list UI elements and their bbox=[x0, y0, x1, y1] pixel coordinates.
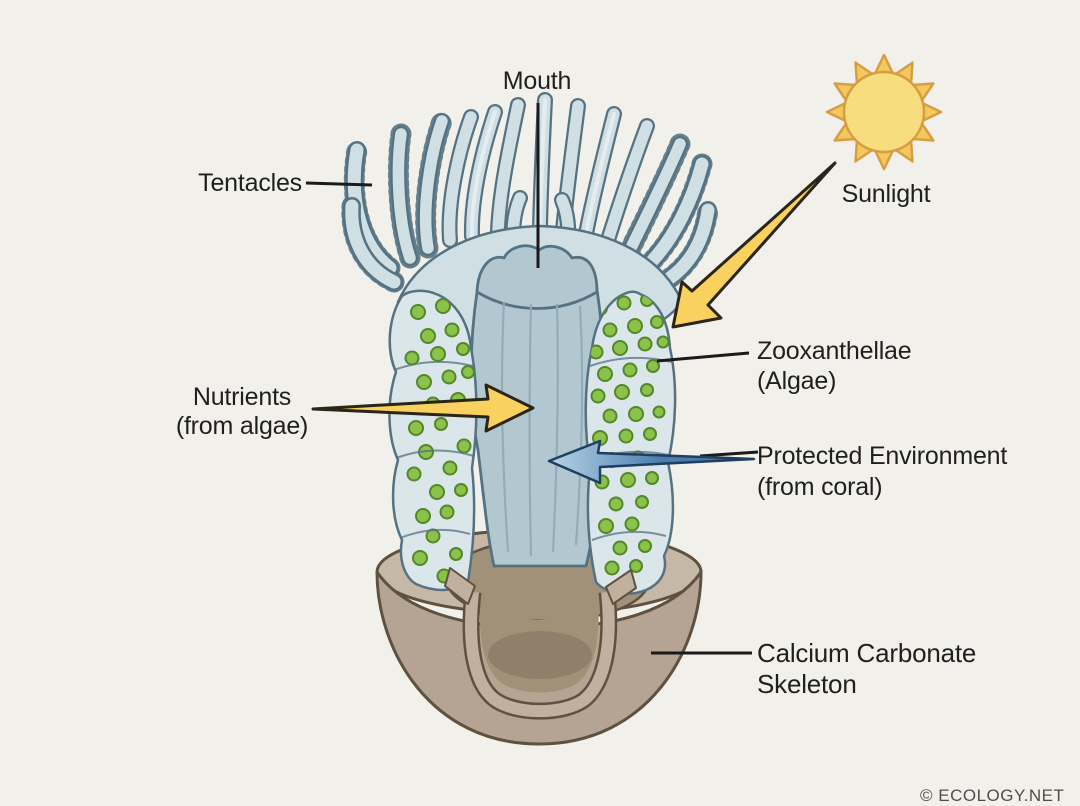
nutrients-arrow bbox=[311, 383, 535, 433]
skeleton-label-line1: Calcium Carbonate bbox=[757, 638, 977, 668]
zooxanthellae-label: Zooxanthellae (Algae) bbox=[757, 336, 912, 396]
notch-bevel-right bbox=[605, 569, 637, 605]
zooxanthellae-label-line2: (Algae) bbox=[757, 367, 837, 395]
skeleton-notch-cutaway bbox=[444, 567, 637, 720]
tentacles-label: Tentacles bbox=[198, 169, 302, 197]
nutrients-label: Nutrients (from algae) bbox=[167, 383, 317, 441]
nutrients-label-line1: Nutrients bbox=[192, 383, 292, 411]
protected-environment-label: Protected Environment (from coral) bbox=[757, 441, 1007, 503]
body-wall-right bbox=[584, 290, 677, 595]
mouth-label: Mouth bbox=[502, 67, 572, 95]
skeleton-label-line2: Skeleton bbox=[757, 669, 857, 699]
sunlight-label: Sunlight bbox=[841, 180, 931, 208]
protected-label-line1: Protected Environment bbox=[757, 442, 1008, 470]
copyright-text: © ECOLOGY.NET bbox=[920, 786, 1065, 805]
coral-polyp bbox=[352, 100, 708, 595]
zooxanthellae-dots-right bbox=[588, 293, 670, 576]
calcium-carbonate-skeleton-label: Calcium Carbonate Skeleton bbox=[757, 638, 976, 700]
pharynx-column bbox=[469, 244, 605, 568]
protected-label-line2: (from coral) bbox=[757, 473, 883, 501]
body-wall-left bbox=[388, 289, 478, 592]
sunlight-arrow bbox=[671, 161, 837, 329]
notch-floor-shadow bbox=[488, 631, 592, 679]
leader-line-zooxanthellae bbox=[656, 351, 750, 363]
sun-icon bbox=[825, 53, 943, 171]
protected-arrow bbox=[547, 439, 759, 485]
notch-bevel-left bbox=[444, 567, 476, 605]
nutrients-label-line2: (from algae) bbox=[175, 412, 309, 440]
zooxanthellae-label-line1: Zooxanthellae bbox=[757, 337, 912, 365]
leader-line-tentacles bbox=[305, 181, 373, 187]
leader-lines bbox=[305, 103, 752, 655]
